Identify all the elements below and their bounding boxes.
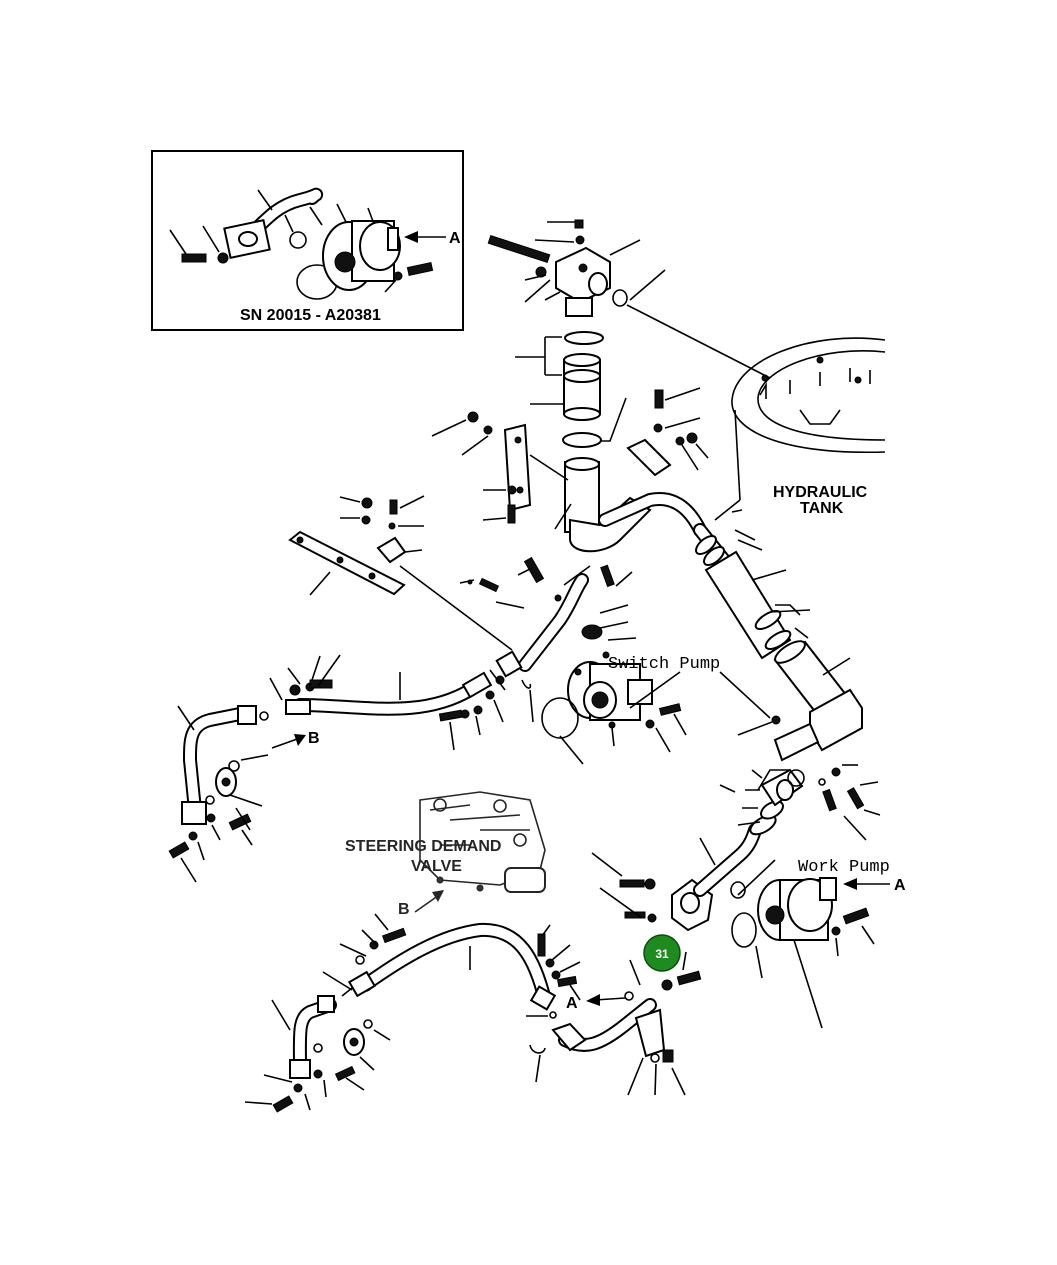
bottom-bracket-tube: A: [529, 951, 702, 1096]
hydraulic-tank-label-line2: TANK: [800, 500, 844, 517]
left-hose-assembly: B: [168, 654, 506, 883]
switch-pump-label: Switch Pump: [608, 655, 720, 674]
inset-arrow-label: A: [449, 230, 461, 247]
ref-a-label-work-pump: A: [894, 877, 906, 894]
steering-demand-label-line1: STEERING DEMAND: [345, 838, 501, 855]
hydraulic-tank-label-line1: HYDRAULIC: [773, 484, 868, 501]
steering-demand-label-line2: VALVE: [411, 858, 462, 875]
callout-number: 31: [655, 947, 669, 961]
ref-b-label-upper: B: [308, 730, 320, 747]
bracket-right: [626, 387, 709, 477]
upper-pressure-pipe: [495, 556, 591, 723]
steering-demand-valve: STEERING DEMAND VALVE B: [345, 791, 546, 918]
hydraulic-tank: HYDRAULIC TANK: [714, 337, 886, 521]
bracket-left: [431, 411, 569, 524]
suction-pipe: [693, 509, 863, 762]
callout-badge[interactable]: [643, 934, 681, 972]
inset-box: A SN 20015 - A20381: [151, 150, 464, 331]
ref-a-label-lower: A: [566, 995, 578, 1012]
callout-31[interactable]: 31: [643, 934, 681, 972]
top-elbow-fitting: [487, 219, 771, 553]
mounting-bar: [288, 495, 525, 651]
lower-hose-assembly: [244, 913, 581, 1113]
inset-caption: SN 20015 - A20381: [240, 307, 381, 324]
work-pump-label: Work Pump: [798, 858, 890, 877]
ref-b-label-lower: B: [398, 901, 410, 918]
work-pump: Work Pump A: [591, 764, 906, 1029]
switch-pump: Switch Pump: [541, 564, 781, 765]
